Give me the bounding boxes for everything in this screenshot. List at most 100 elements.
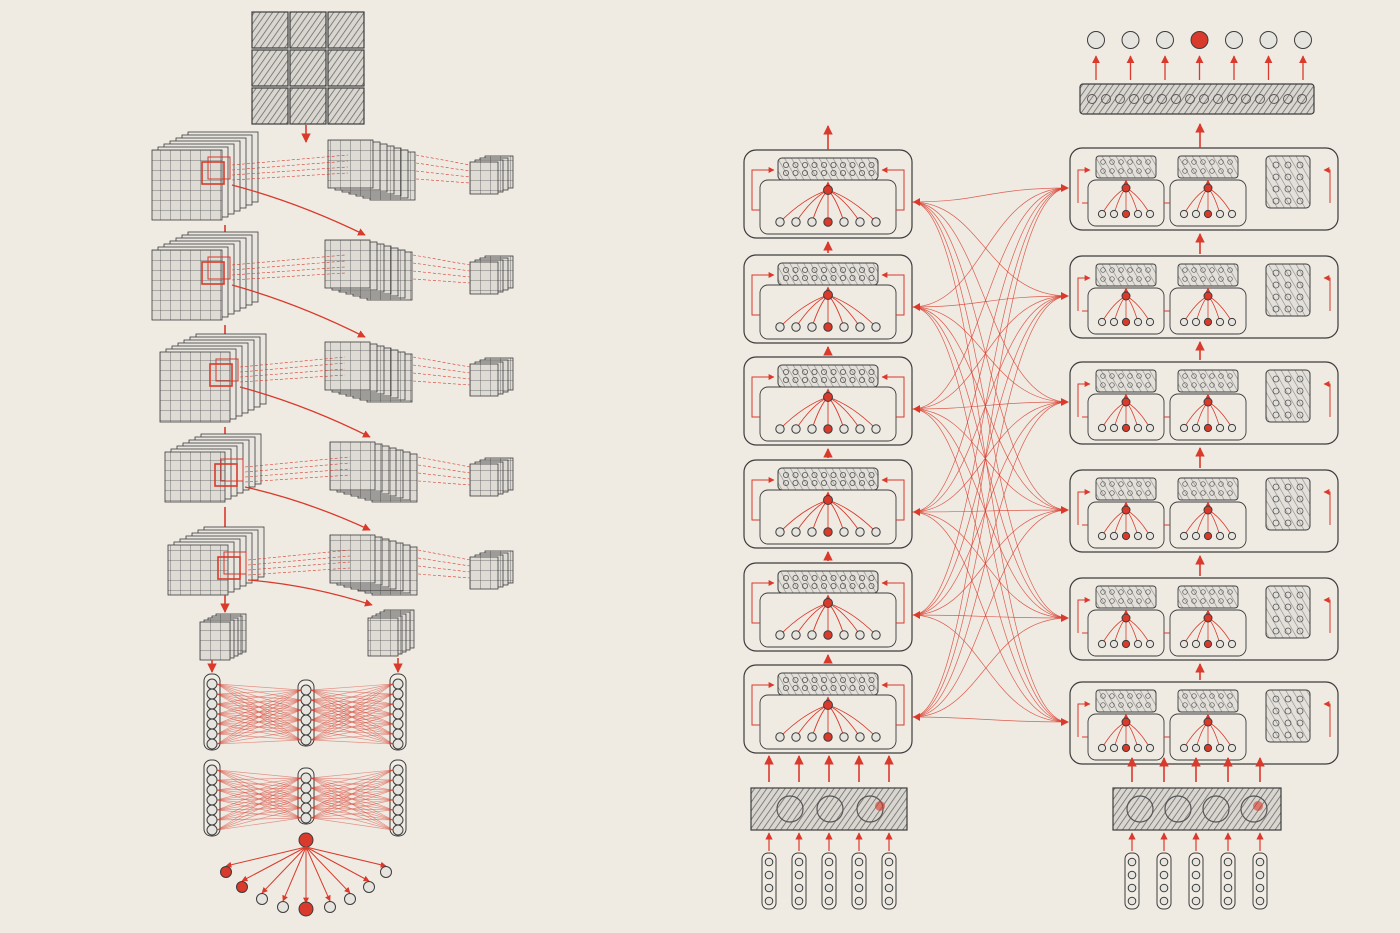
attention-edge (795, 396, 829, 430)
residual-arrow (1323, 489, 1331, 525)
token-glyph (1109, 276, 1115, 282)
decoder-head-panel (1177, 263, 1239, 287)
matrix-cell (1296, 591, 1304, 599)
matrix-cell (1284, 483, 1292, 491)
token-glyph (792, 685, 799, 692)
token-node (1191, 423, 1201, 433)
token-glyph (802, 479, 809, 486)
token-node (1109, 743, 1119, 753)
token-glyph (1109, 598, 1115, 604)
fc-layer-1-neuron (206, 728, 218, 740)
token-glyph (1209, 267, 1215, 273)
token-glyph (802, 266, 809, 273)
projection-line (231, 160, 349, 171)
input-vector-cell (884, 870, 894, 880)
fc-connection (216, 689, 302, 745)
projection-line (412, 364, 471, 374)
token-glyph (1218, 382, 1224, 388)
fc-connection (216, 689, 302, 695)
projection-line (412, 372, 471, 380)
decoder-head-panel (1095, 477, 1157, 501)
fc-connection (310, 683, 394, 711)
token-node (839, 322, 849, 332)
token-glyph (1227, 159, 1233, 165)
token-glyph (1218, 693, 1224, 699)
token-glyph (783, 376, 790, 383)
token-glyph (830, 677, 837, 684)
matrix-cell (1272, 185, 1280, 193)
attention-edge (827, 189, 861, 223)
token-node (1145, 743, 1155, 753)
residual-arrow (881, 167, 905, 211)
token-glyph (1145, 373, 1151, 379)
token-node (1097, 639, 1107, 649)
projection-line (231, 260, 346, 271)
token-node (775, 732, 785, 742)
projection-line (239, 362, 346, 373)
matrix-cell (1296, 719, 1304, 727)
token-node (1109, 209, 1119, 219)
fc-layer-4-neuron (206, 814, 218, 826)
fc-layer-5-neuron (300, 802, 312, 814)
matrix-cell (1296, 281, 1304, 289)
token-glyph (830, 575, 837, 582)
token-node (1203, 317, 1213, 327)
token-glyph (1100, 382, 1106, 388)
token-glyph (859, 266, 866, 273)
token-glyph (802, 169, 809, 176)
output-token-node (1259, 31, 1278, 49)
token-node (1179, 743, 1189, 753)
attention-edge (827, 704, 861, 738)
fc-connection (216, 709, 302, 745)
fc-layer-3-neuron (392, 718, 404, 730)
matrix-cell (1272, 719, 1280, 727)
matrix-cell (1296, 305, 1304, 313)
matrix-cell (1272, 399, 1280, 407)
token-glyph (1109, 373, 1115, 379)
projection-line (239, 374, 346, 383)
decoder-block (1069, 681, 1339, 765)
token-glyph (1227, 702, 1233, 708)
token-glyph (802, 583, 809, 590)
decoder-head-panel (1177, 689, 1239, 713)
token-node (1133, 209, 1143, 219)
token-glyph (830, 266, 837, 273)
fc-connection (310, 817, 394, 831)
cross-attention-curve (911, 306, 1069, 723)
pooled-map-layer (329, 441, 376, 491)
matrix-cell (1284, 161, 1292, 169)
token-glyph (1136, 373, 1142, 379)
token-glyph (1145, 693, 1151, 699)
matrix-cell (1284, 185, 1292, 193)
token-glyph (792, 677, 799, 684)
residual-arrow (751, 477, 775, 521)
matrix-cell (1296, 519, 1304, 527)
token-glyph (783, 274, 790, 281)
skip-connection-arrow (247, 579, 373, 607)
input-vector-cell (1127, 883, 1137, 893)
cross-attention-curve (911, 201, 1069, 297)
fc-layer-1-neuron (206, 678, 218, 690)
cross-attention-curve (911, 511, 1069, 619)
aggregate-node (1121, 397, 1131, 407)
input-token-vector (851, 852, 867, 910)
token-node (871, 527, 881, 537)
matrix-cell (1272, 293, 1280, 301)
token-node (1097, 531, 1107, 541)
token-glyph (1227, 276, 1233, 282)
token-glyph (783, 685, 790, 692)
token-glyph (1145, 589, 1151, 595)
fc-layer-4-neuron (206, 824, 218, 836)
fc-layer-3-neuron (392, 698, 404, 710)
token-glyph (1136, 267, 1142, 273)
input-vector-cell (824, 896, 834, 906)
token-glyph (802, 161, 809, 168)
token-node (1227, 209, 1237, 219)
input-token-vector (761, 852, 777, 910)
token-node (807, 424, 817, 434)
decoder-head-panel (1177, 477, 1239, 501)
output-token-node (1087, 31, 1105, 49)
token-glyph (821, 677, 828, 684)
token-glyph (1100, 267, 1106, 273)
encoder-block (743, 664, 913, 754)
